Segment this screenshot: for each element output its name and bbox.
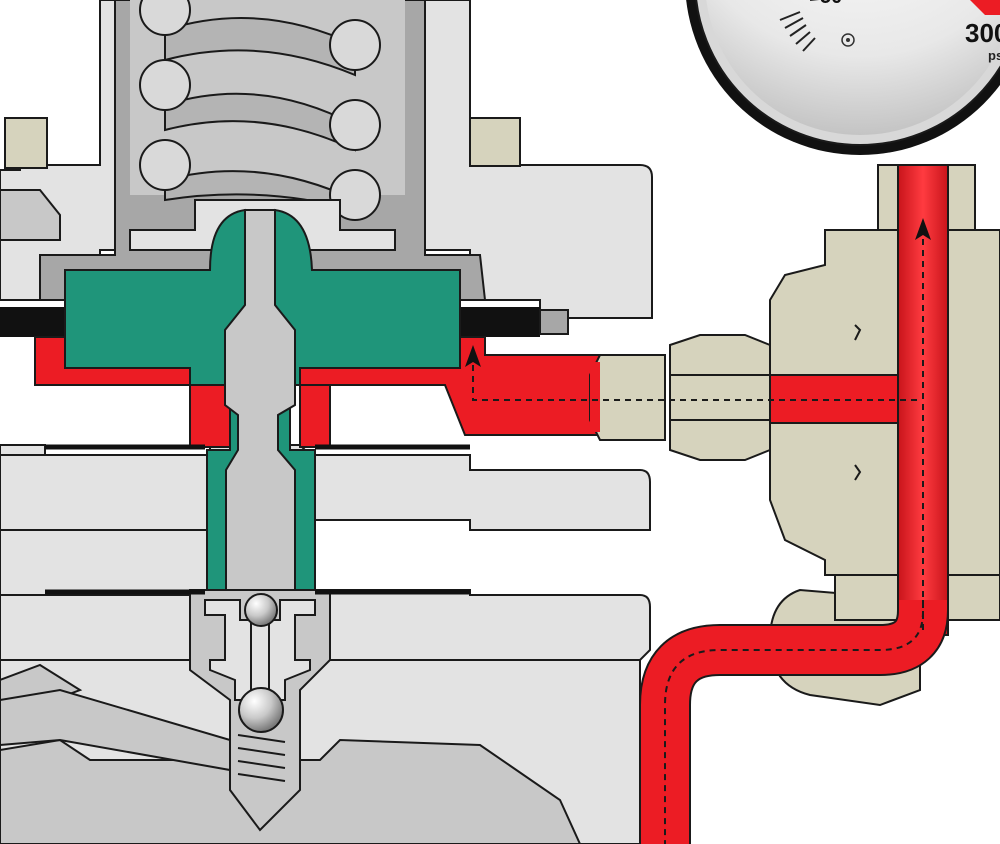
check-spring [237,734,286,782]
pressure-gauge: 50 300 psi [686,0,1000,155]
flow-arrows [465,218,931,367]
left-hex-nut [4,117,48,169]
diaphragm-lines [45,444,470,595]
arrow-up-icon [465,345,481,367]
spring-wire-section [329,19,381,71]
arrow-up-icon [915,218,931,240]
spring-wire-section [329,99,381,151]
gauge-supply-line [590,164,949,844]
right-hex-nut [469,117,521,167]
spring-wire-section [329,169,381,221]
spring-coil-band [164,17,356,77]
spring-wire-section [139,139,191,191]
horizontal-supply-passage [590,362,600,432]
flow-path [472,238,924,844]
lower-check-ball [238,687,284,733]
valve-seat-assembly [189,589,331,832]
bore-right-cap [539,309,569,335]
left-port-upper [0,189,61,241]
flow-path-regulator-to-gauge [472,365,920,401]
spring-wire-section [139,0,191,36]
piston-left-half [64,208,246,591]
housing-left-plate [0,454,211,531]
piston-right-half [274,208,461,591]
housing-left-lower-plate [0,529,211,596]
upper-check-ball [244,593,278,627]
gauge-red-zone-marker [970,0,1000,15]
gauge-tick-marks [779,0,820,52]
gauge-partial-tick-label: 50 [820,0,842,8]
gauge-unit-label: psi [988,48,1000,63]
gauge-reading-label: 300 [965,18,1000,48]
gauge-zero-pin-center [846,38,850,42]
spring-wire-section [139,59,191,111]
gauge-zero-pin-icon [841,33,855,47]
left-port-fittings [0,117,521,241]
spring-coils [139,0,381,221]
regulator-piston [64,208,461,591]
outlet-fitting [589,334,791,461]
regulator-housing [0,0,653,844]
fitting-hex-nut [669,334,771,461]
fitting-body [589,354,666,441]
gauge-face [706,0,1000,135]
flow-check-marks [854,324,862,481]
gauge-feed-tube-fill [641,600,947,844]
